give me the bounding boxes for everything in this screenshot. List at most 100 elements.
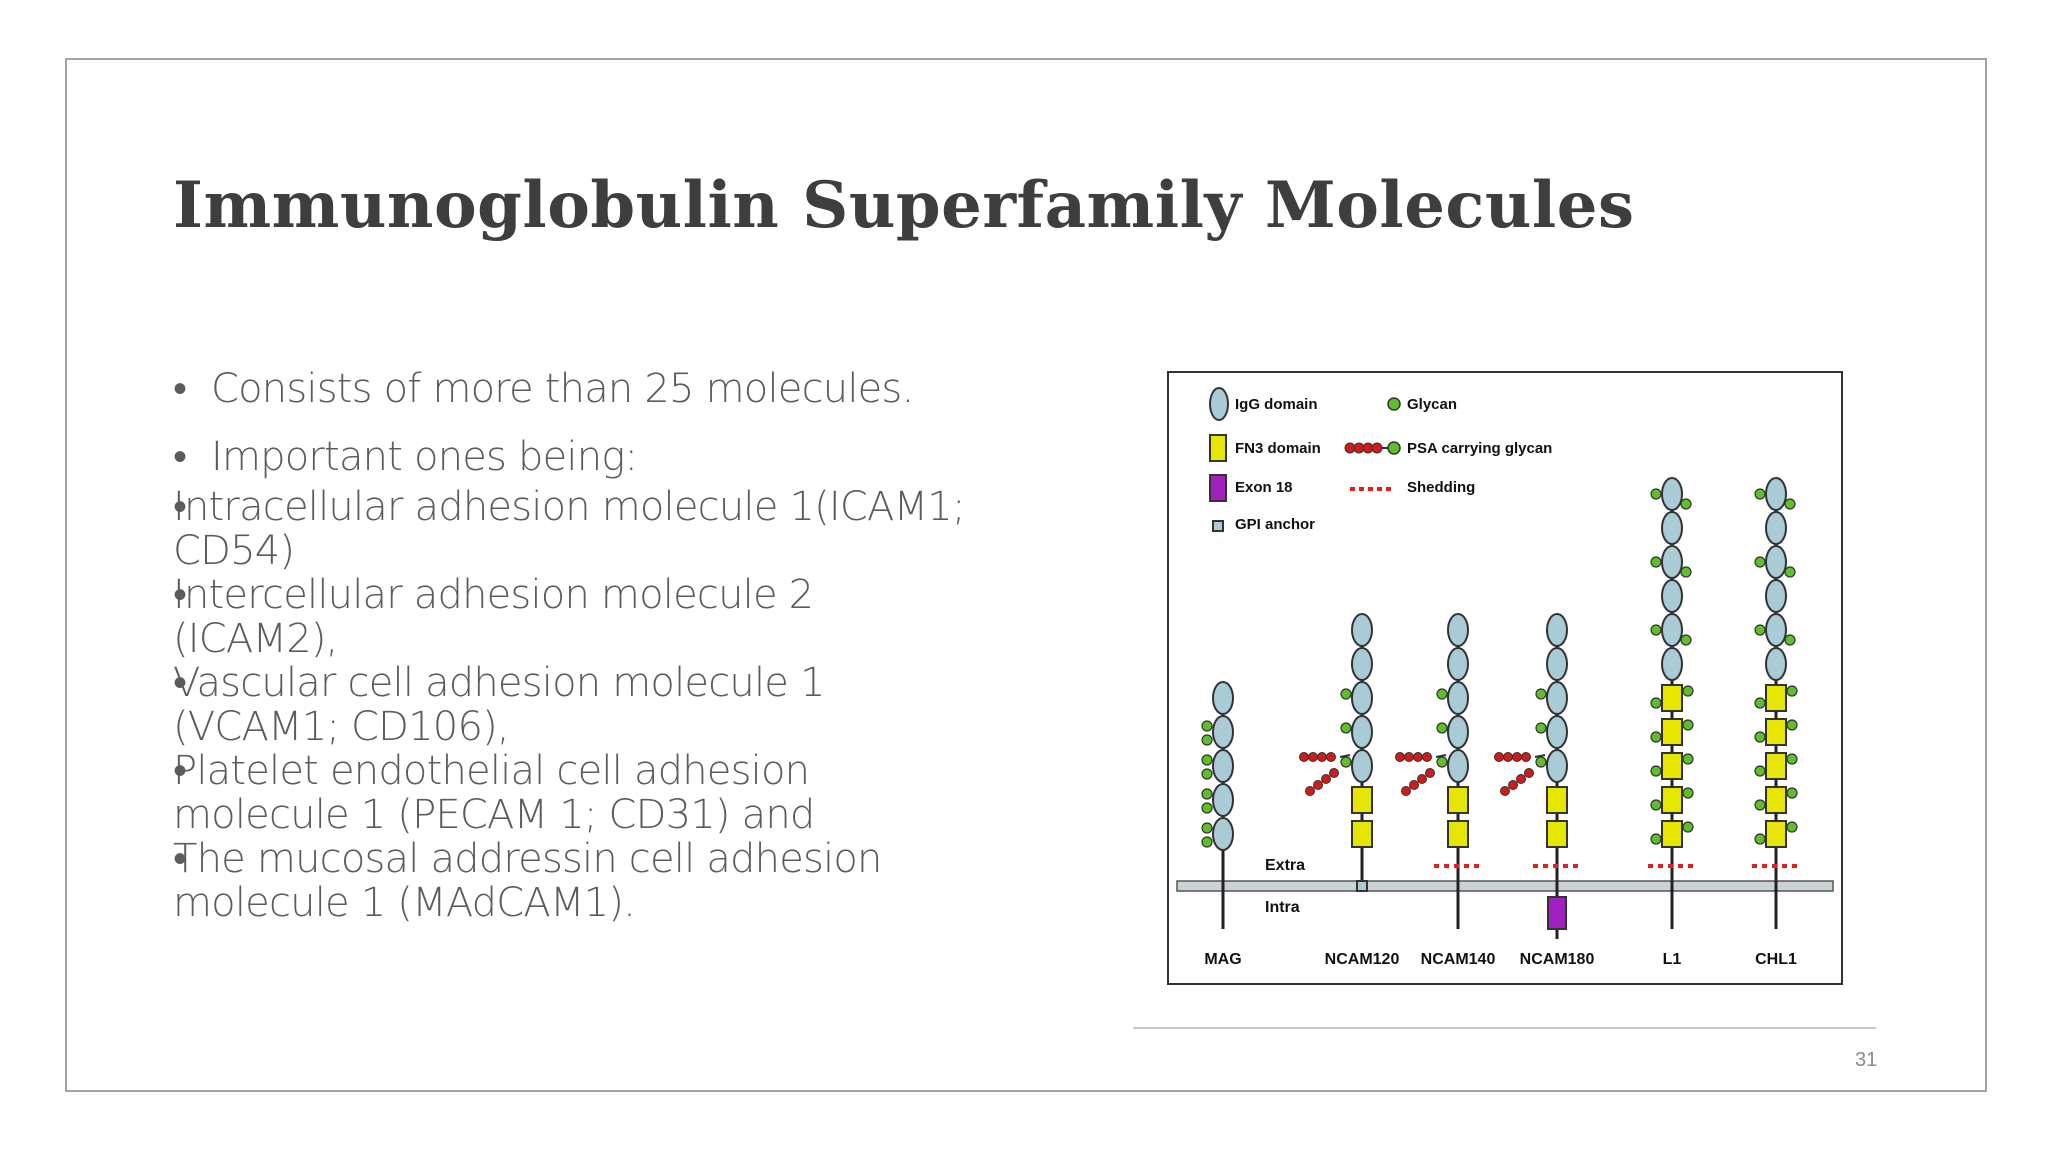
igg-domain [1546,647,1568,681]
glycan [1754,731,1766,743]
glycan [1535,756,1547,768]
sub-bullet-line: CD54) [173,528,295,574]
igg-domain [1765,647,1787,681]
glycan [1682,787,1694,799]
igg-domain [1661,613,1683,647]
sub-bullet-item: Platelet endothelial cell adhesion molec… [173,749,993,837]
igg-domain [1661,477,1683,511]
glycan [1682,821,1694,833]
figure-border [1167,371,1843,985]
legend-shedding: Shedding [1407,479,1475,496]
sub-bullet-line: (ICAM2), [173,616,338,662]
igg-domain [1351,749,1373,783]
igg-domain [1661,511,1683,545]
fn3-domain [1351,820,1373,848]
igg-domain [1661,579,1683,613]
psa-residue [1417,774,1427,784]
glycan [1786,685,1798,697]
glycan [1340,688,1352,700]
fn3-domain [1661,718,1683,746]
igg-domain [1351,715,1373,749]
molecule-label-ncam140: NCAM140 [1421,951,1496,968]
psa-residue [1317,752,1327,762]
slide-title: Immunoglobulin Superfamily Molecules [173,168,1635,243]
glycan [1784,566,1796,578]
glycan [1650,833,1662,845]
igg-domain [1447,715,1469,749]
intra-label: Intra [1265,899,1300,916]
glycan [1680,634,1692,646]
glycan [1754,765,1766,777]
glycan [1201,768,1213,780]
igg-domain [1765,477,1787,511]
shedding-mark [1688,864,1693,868]
igg-domain [1765,511,1787,545]
igg-domain [1546,681,1568,715]
psa-linker [1435,754,1447,758]
molecule-label-ncam120: NCAM120 [1325,951,1400,968]
glycan [1535,688,1547,700]
igg-domain [1765,579,1787,613]
psa-residue [1326,752,1336,762]
shedding-mark [1563,864,1568,868]
fn3-domain [1661,752,1683,780]
igg-domain [1765,613,1787,647]
glycan [1784,634,1796,646]
psa-residue [1401,786,1411,796]
glycan [1201,754,1213,766]
psa-residue [1409,780,1419,790]
igg-domain [1351,647,1373,681]
bullet-item: Consists of more than 25 molecules. [173,365,1093,413]
igg-domain [1212,749,1234,783]
fn3-domain [1765,718,1787,746]
sub-bullet-line: Vascular cell adhesion molecule 1 [173,660,825,706]
glycan [1340,756,1352,768]
glycan [1436,756,1448,768]
footer-rule [1133,1027,1876,1029]
fn3-domain [1765,786,1787,814]
igg-domain [1546,613,1568,647]
legend: IgG domain FN3 domain Exon 18 GPI anchor… [1209,387,1552,533]
sub-bullet-item: Vascular cell adhesion molecule 1 (VCAM1… [173,661,993,749]
sub-bullet-group: Intracellular adhesion molecule 1(ICAM1;… [173,485,1093,925]
legend-igg: IgG domain [1235,396,1318,413]
psa-linker [1534,754,1546,758]
bullet-text: Important ones being: [211,434,638,480]
sub-bullet-line: (VCAM1; CD106), [173,704,510,750]
sub-bullet-item: Intercellular adhesion molecule 2 (ICAM2… [173,573,993,661]
glycan [1682,753,1694,765]
glycan [1650,697,1662,709]
exon18-icon [1209,474,1227,502]
shedding-mark [1434,864,1439,868]
fn3-domain [1765,752,1787,780]
psa-residue [1422,752,1432,762]
cell-membrane [1176,880,1834,892]
psa-residue [1413,752,1423,762]
glycan [1201,788,1213,800]
psa-residue [1299,752,1309,762]
gpi-anchor [1356,880,1368,892]
igg-domain [1447,681,1469,715]
glycan [1201,734,1213,746]
shedding-mark [1648,864,1653,868]
psa-residue [1521,752,1531,762]
shedding-mark [1772,864,1777,868]
glycan [1784,498,1796,510]
psa-residue [1308,752,1318,762]
bullet-list: Consists of more than 25 molecules. Impo… [173,365,1093,925]
molecule-label-ncam180: NCAM180 [1520,951,1595,968]
glycan [1201,720,1213,732]
extra-label: Extra [1265,857,1305,874]
igg-domain [1212,681,1234,715]
shedding-mark [1668,864,1673,868]
fn3-domain [1661,820,1683,848]
exon18-block [1547,896,1567,930]
igg-domain-icon [1209,387,1229,421]
psa-residue [1404,752,1414,762]
igg-domain [1661,647,1683,681]
sub-bullet-line: molecule 1 (PECAM 1; CD31) and [173,792,815,838]
glycan [1650,556,1662,568]
legend-fn3: FN3 domain [1235,440,1321,457]
sub-bullet-item: Intracellular adhesion molecule 1(ICAM1;… [173,485,993,573]
shedding-mark [1792,864,1797,868]
